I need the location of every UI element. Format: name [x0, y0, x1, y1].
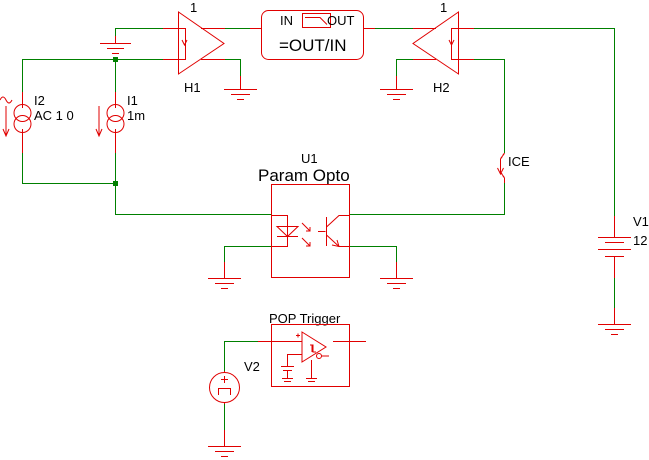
h2-ref-label: H2	[433, 80, 450, 95]
u1-ref-label: U1	[301, 151, 318, 166]
v2-pulse-source[interactable]: V2	[209, 359, 260, 404]
ground-icon	[598, 308, 631, 335]
h1-ref-label: H1	[184, 80, 201, 95]
pop-trigger[interactable]: POP Trigger	[258, 311, 366, 387]
math-function-block[interactable]: IN OUT =OUT/IN	[250, 10, 375, 60]
i2-current-source[interactable]: I2 AC 1 0	[0, 92, 74, 153]
ice-label: ICE	[508, 154, 530, 169]
i1-value-label: 1m	[127, 108, 145, 123]
v1-battery[interactable]: V1 12	[598, 214, 649, 278]
junction-dot	[113, 181, 118, 186]
ground-icon	[208, 430, 241, 457]
ground-icon	[100, 36, 131, 54]
i1-current-source[interactable]: I1 1m	[95, 92, 145, 153]
v2-ref-label: V2	[244, 359, 260, 374]
ground-icon	[208, 262, 241, 289]
math-in-label: IN	[280, 13, 293, 28]
i2-ref-label: I2	[34, 93, 45, 108]
u1-optocoupler[interactable]: U1 Param Opto	[258, 151, 350, 278]
i2-value-label: AC 1 0	[34, 108, 74, 123]
trigger-label: POP Trigger	[269, 311, 341, 326]
v1-ref-label: V1	[633, 214, 649, 229]
junction-dot	[113, 57, 118, 62]
math-expression: =OUT/IN	[279, 36, 347, 55]
h1-gain-label: 1	[190, 0, 197, 15]
ice-current-probe[interactable]: ICE	[497, 152, 531, 183]
wires	[22, 28, 615, 430]
v1-value-label: 12	[633, 233, 647, 248]
ground-icon	[380, 76, 413, 100]
i1-ref-label: I1	[127, 93, 138, 108]
math-out-label: OUT	[327, 13, 355, 28]
ground-icon	[224, 76, 257, 100]
h2-gain-label: 1	[440, 0, 447, 15]
h2-ccvs[interactable]: 1 H2	[412, 0, 474, 95]
ground-icon	[380, 262, 413, 289]
h1-ccvs[interactable]: 1 H1	[163, 0, 225, 95]
u1-value-label: Param Opto	[258, 166, 350, 185]
